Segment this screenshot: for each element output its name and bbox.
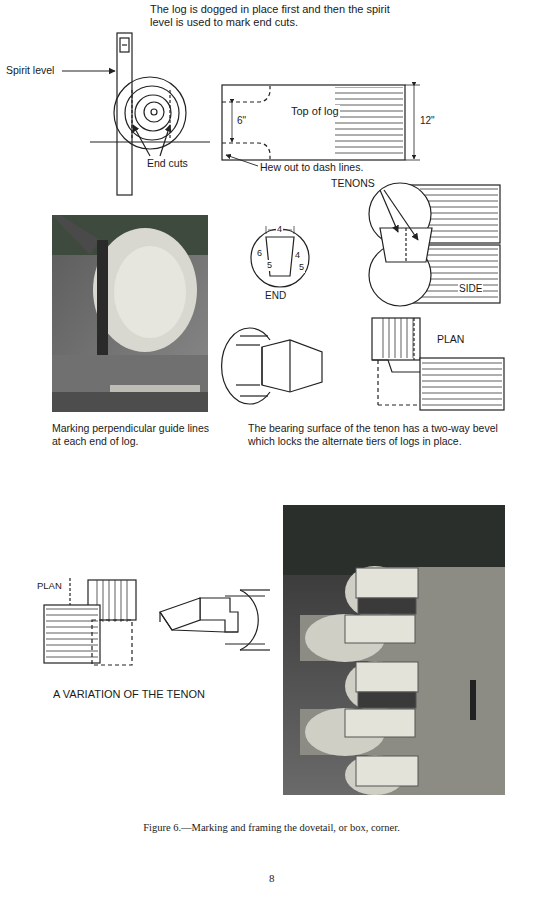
label: 5: [298, 262, 305, 273]
tenon-perspective: [222, 328, 322, 404]
label: Marking perpendicular guide lines at eac…: [52, 422, 217, 447]
label: TENONS: [330, 177, 376, 190]
side-view: [369, 183, 500, 306]
level-vial: [120, 38, 129, 52]
label: 6: [256, 248, 263, 259]
figure-caption: Figure 6.—Marking and framing the doveta…: [20, 822, 523, 835]
photograph: [52, 215, 208, 412]
label: A VARIATION OF THE TENON: [52, 688, 206, 701]
label: End cuts: [146, 157, 189, 170]
log-end: [114, 77, 186, 149]
line-art: [44, 33, 504, 665]
label: 12": [419, 115, 436, 127]
label: 5: [266, 260, 273, 271]
label: 4: [276, 224, 283, 235]
label: The log is dogged in place first and the…: [150, 3, 415, 29]
label: PLAN: [36, 580, 63, 591]
variation-perspective: [160, 590, 270, 650]
end-view: [251, 229, 309, 287]
photograph: [283, 505, 505, 795]
label: SIDE: [458, 283, 483, 295]
label: Top of log: [290, 105, 340, 118]
log-top: [222, 85, 405, 160]
label: Spirit level: [5, 64, 55, 77]
label: The bearing surface of the tenon has a t…: [248, 422, 523, 447]
label: PLAN: [436, 333, 465, 346]
label: Hew out to dash lines.: [259, 161, 364, 174]
label: 8: [268, 872, 276, 885]
label: 6": [236, 115, 247, 127]
plan-view: [372, 318, 504, 410]
label: END: [264, 290, 287, 302]
label: 4: [294, 250, 301, 261]
